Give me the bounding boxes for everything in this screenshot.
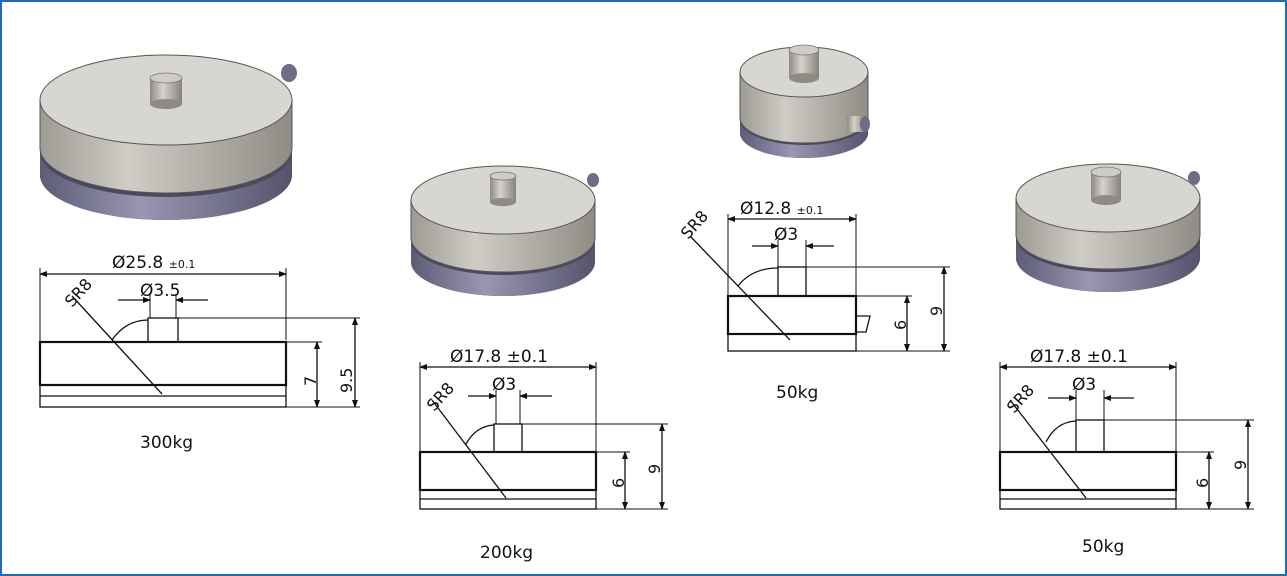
render-200kg (410, 165, 599, 296)
dim-200kg-outer: Ø17.8 ±0.1 (450, 347, 548, 367)
dim-50kg-b-body-h: 6 (1193, 478, 1212, 488)
caption-50kg-a: 50kg (776, 383, 818, 403)
render-50kg-a (739, 44, 870, 158)
caption-200kg: 200kg (480, 543, 533, 563)
dim-200kg-sr: SR8 (423, 379, 458, 415)
dim-50kg-b-outer: Ø17.8 ±0.1 (1030, 347, 1128, 367)
dim-300kg-pin: Ø3.5 (140, 281, 180, 301)
dim-50kg-b-pin: Ø3 (1072, 375, 1096, 395)
dim-300kg-outer: Ø25.8 ±0.1 (112, 253, 195, 273)
caption-300kg: 300kg (140, 433, 193, 453)
dim-200kg-total-h: 9 (645, 464, 664, 474)
dim-300kg-sr: SR8 (61, 275, 96, 311)
dim-300kg-body-h: 7 (301, 376, 320, 386)
dim-200kg-body-h: 6 (609, 478, 628, 488)
drawing-300kg: Ø25.8 ±0.1 Ø3.5 SR8 7 9.5 300kg (38, 253, 360, 453)
drawing-200kg: Ø17.8 ±0.1 Ø3 SR8 6 9 200kg (418, 347, 668, 563)
dim-300kg-total-h: 9.5 (337, 368, 356, 393)
dim-50kg-a-pin: Ø3 (774, 225, 798, 245)
dim-50kg-b-total-h: 9 (1231, 460, 1250, 470)
caption-50kg-b: 50kg (1082, 537, 1124, 557)
drawing-50kg-b: Ø17.8 ±0.1 Ø3 SR8 6 9 50kg (998, 347, 1254, 557)
render-300kg (39, 54, 297, 220)
dim-200kg-pin: Ø3 (492, 375, 516, 395)
dim-50kg-a-sr: SR8 (677, 207, 712, 243)
drawing-50kg-a: Ø12.8 ±0.1 Ø3 SR8 6 9 50kg (677, 199, 950, 403)
dim-50kg-a-outer: Ø12.8 ±0.1 (740, 199, 823, 219)
dim-50kg-b-sr: SR8 (1003, 381, 1038, 417)
render-50kg-b (1015, 163, 1201, 292)
dim-50kg-a-total-h: 9 (927, 306, 946, 316)
dim-50kg-a-body-h: 6 (891, 320, 910, 330)
